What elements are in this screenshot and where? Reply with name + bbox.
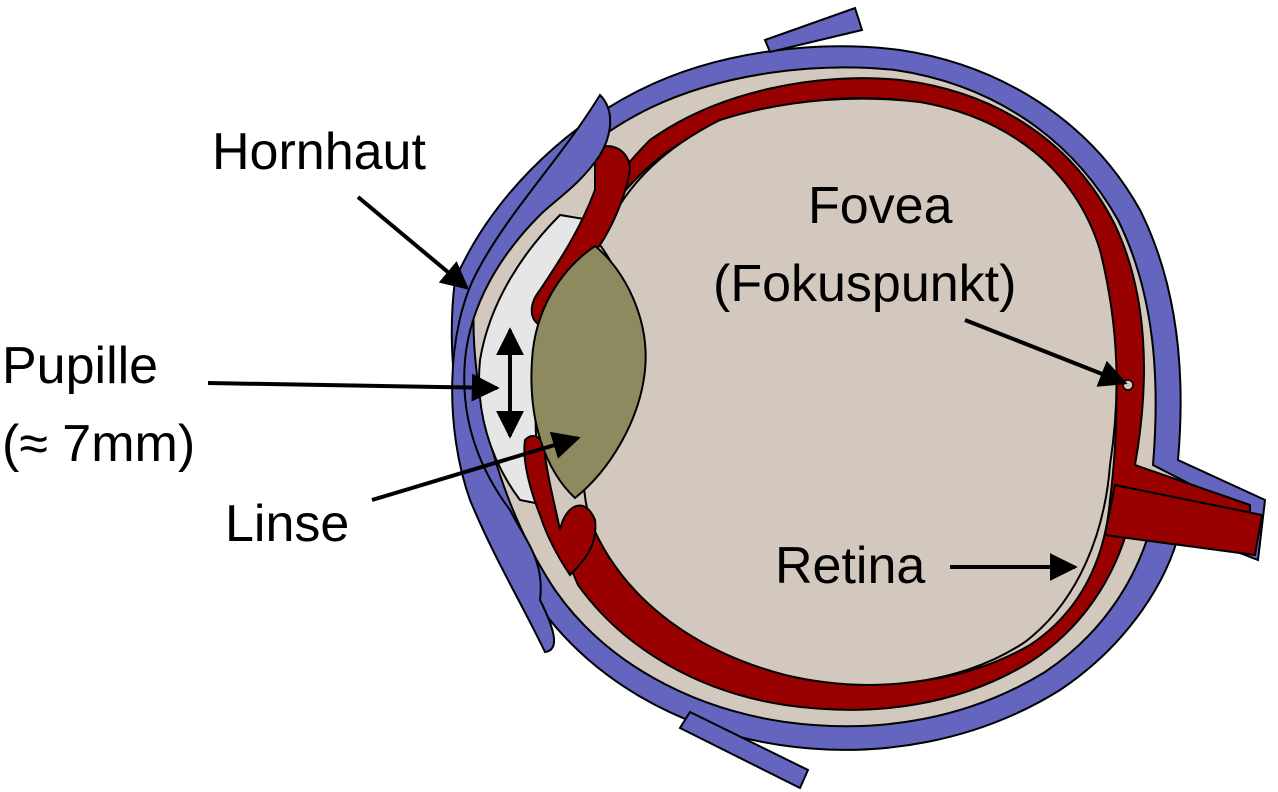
label-retina: Retina xyxy=(775,540,925,592)
label-pupil: Pupille xyxy=(2,340,158,392)
label-fovea: Fovea xyxy=(808,180,953,232)
label-fovea-note: (Fokuspunkt) xyxy=(713,258,1016,310)
label-cornea: Hornhaut xyxy=(212,126,426,178)
label-pupil-size: (≈ 7mm) xyxy=(2,418,195,470)
label-lens: Linse xyxy=(225,498,349,550)
arrow-hornhaut xyxy=(358,197,467,288)
